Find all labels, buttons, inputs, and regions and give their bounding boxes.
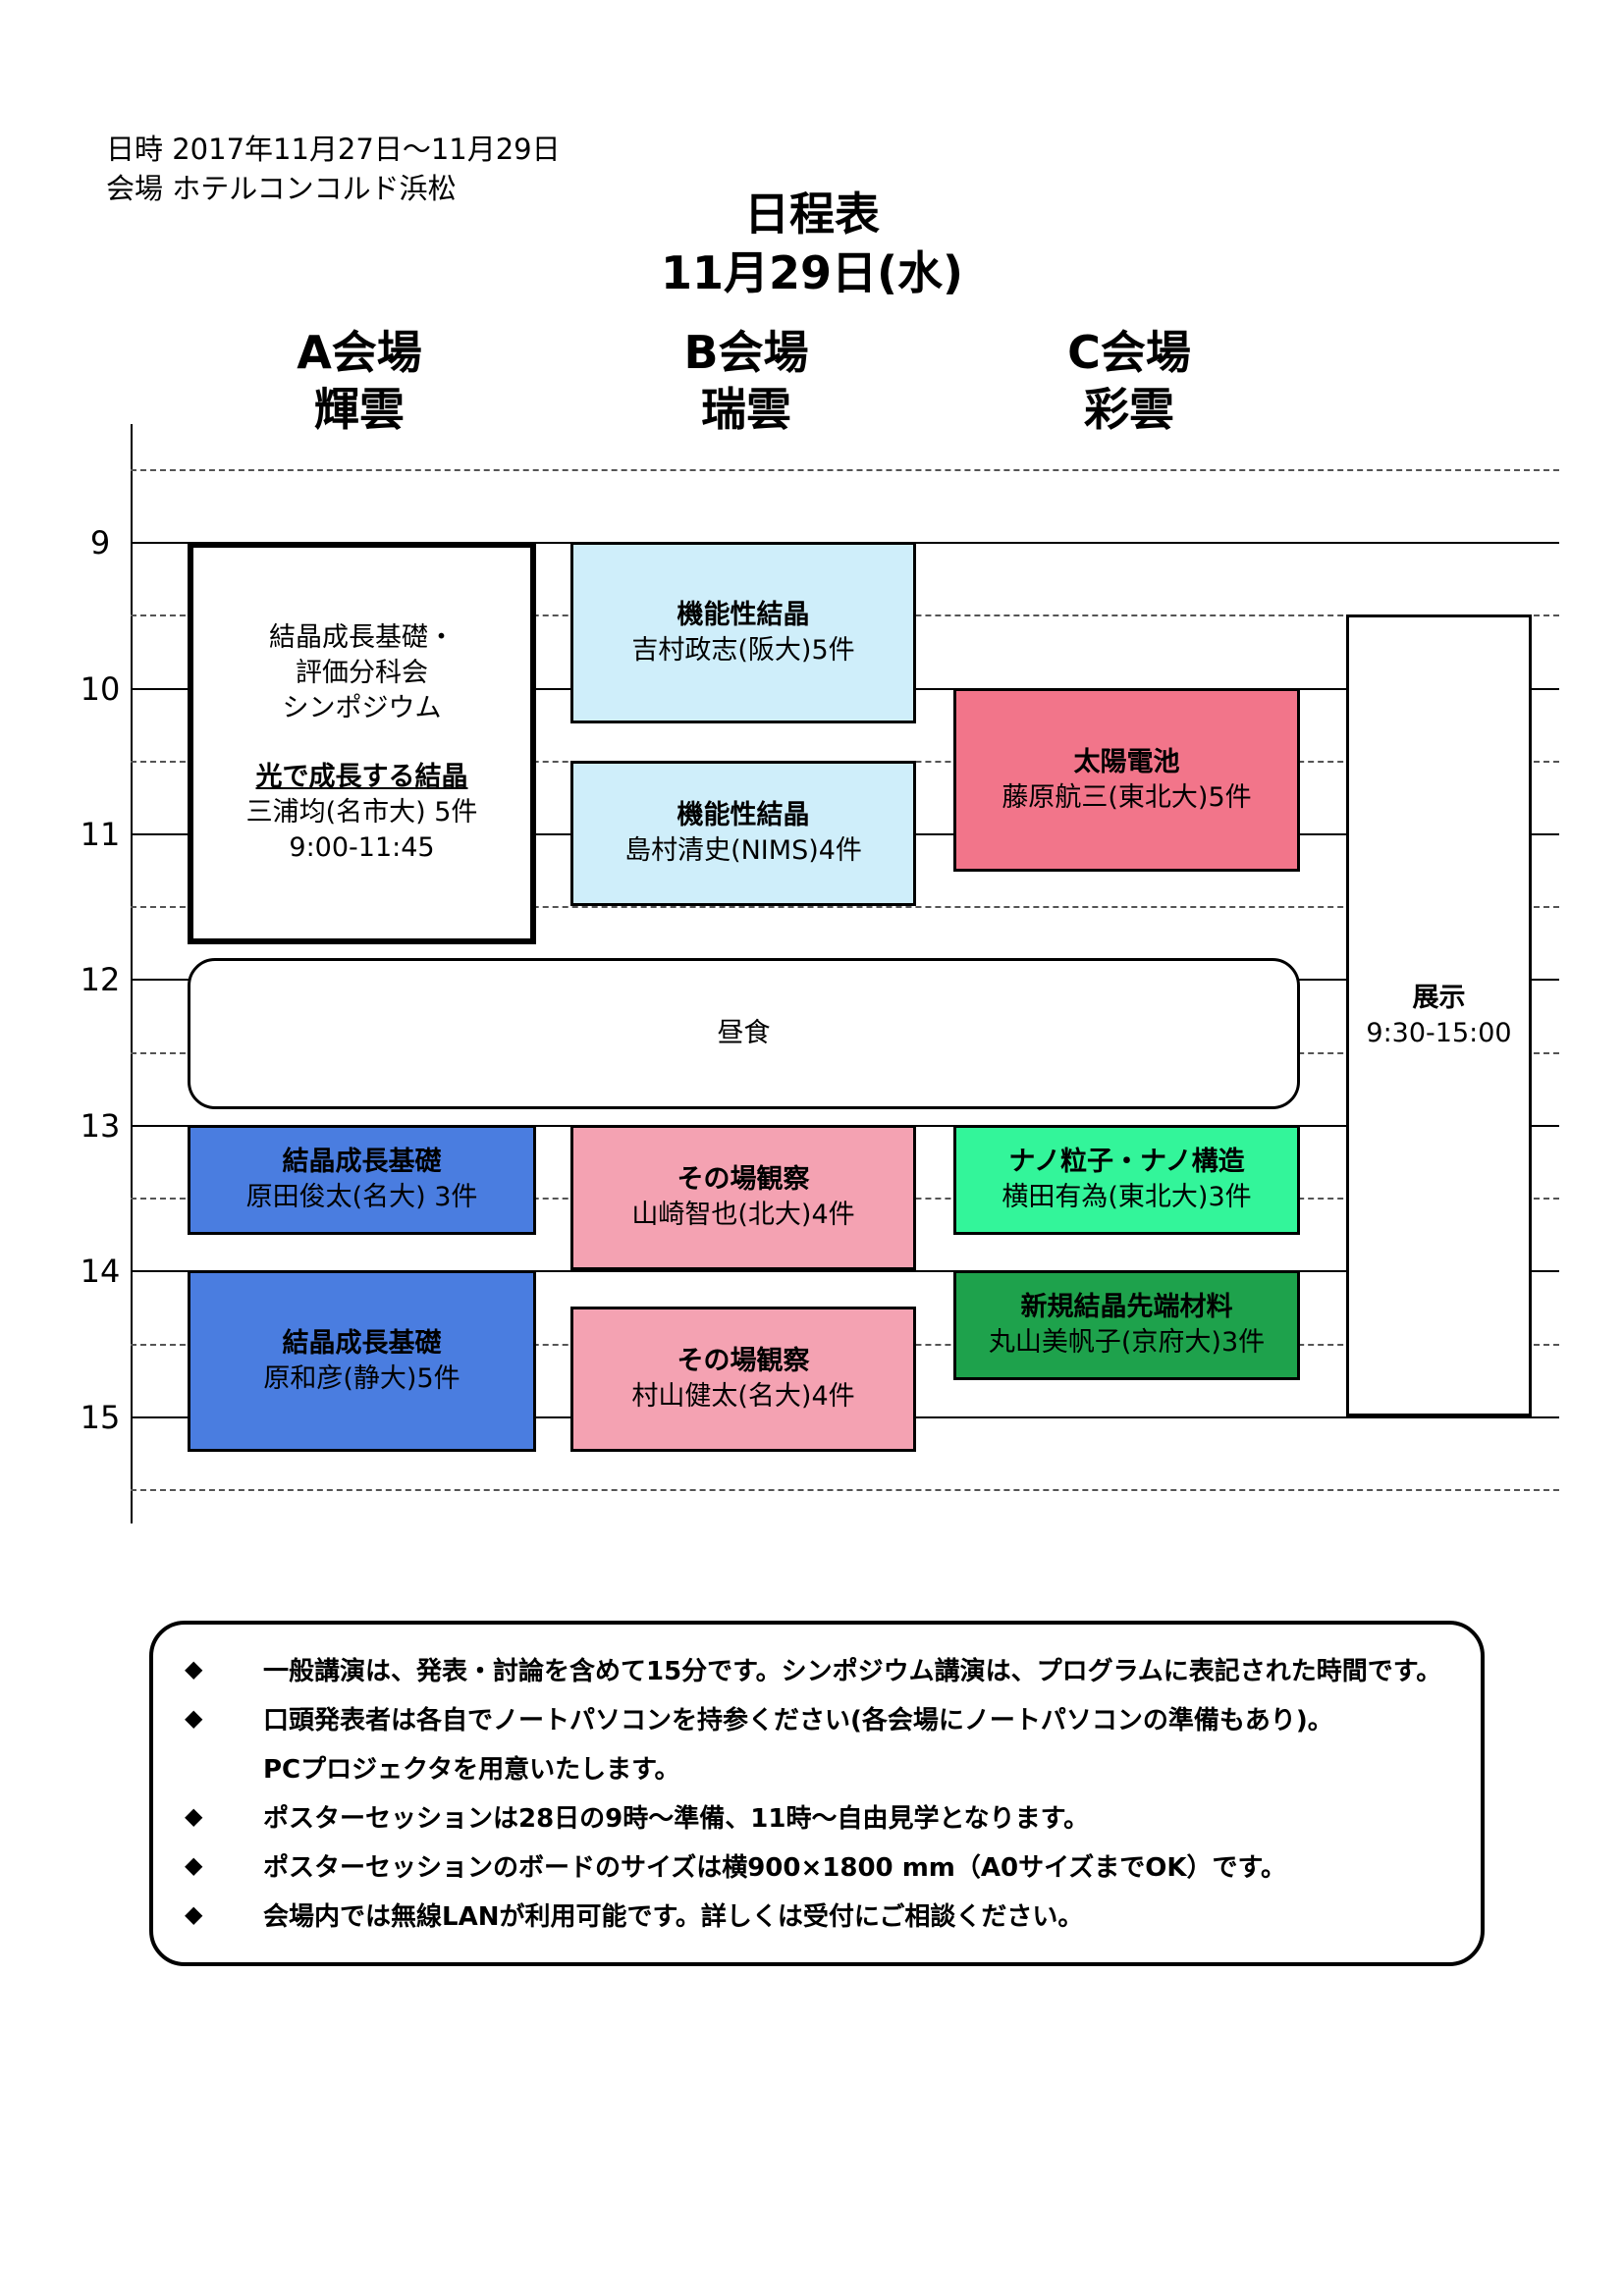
time-axis: [131, 424, 133, 1523]
session-c1-chair: 藤原航三(東北大)5件: [1001, 781, 1252, 813]
session-b3-chair: 山崎智也(北大)4件: [631, 1200, 855, 1230]
exhibit-title: 展示: [1412, 982, 1466, 1013]
session-c2[interactable]: ナノ粒子・ナノ構造 横田有為(東北大)3件: [953, 1125, 1300, 1235]
session-b3[interactable]: その場観察 山崎智也(北大)4件: [570, 1125, 916, 1270]
session-a3[interactable]: 結晶成長基礎 原和彦(静大)5件: [188, 1270, 536, 1452]
grid-dashed-line: [131, 906, 1559, 908]
hour-label-9: 9: [89, 524, 111, 561]
session-c2-chair: 横田有為(東北大)3件: [1001, 1182, 1252, 1212]
session-c2-title: ナノ粒子・ナノ構造: [1008, 1147, 1245, 1177]
session-a2-chair: 原田俊太(名大) 3件: [245, 1182, 478, 1212]
session-b2[interactable]: 機能性結晶 島村清史(NIMS)4件: [570, 761, 916, 906]
room-b-header: B会場 瑞雲: [579, 324, 913, 438]
notes-box: ◆ 一般講演は、発表・討論を含めて15分です。シンポジウム講演は、プログラムに表…: [149, 1621, 1485, 1966]
session-c1-title: 太陽電池: [1073, 746, 1180, 777]
grid-hour-line: [131, 1270, 1559, 1272]
symposium-line-2: 評価分科会: [296, 658, 428, 688]
lunch-block: 昼食: [188, 958, 1300, 1109]
symposium-time: 9:00-11:45: [289, 832, 435, 863]
symposium-chair: 三浦均(名市大) 5件: [245, 797, 478, 828]
session-b3-title: その場観察: [677, 1164, 810, 1195]
room-b-sub: 瑞雲: [701, 383, 791, 436]
room-c-name: C会場: [1067, 326, 1191, 379]
diamond-bullet-icon: ◆: [185, 1851, 203, 1879]
note-text: ポスターセッションのボードのサイズは横900×1800 mm（A0サイズまでOK…: [263, 1852, 1286, 1883]
diamond-bullet-icon: ◆: [185, 1802, 203, 1830]
note-item: ◆ 口頭発表者は各自でノートパソコンを持参ください(各会場にノートパソコンの準備…: [185, 1693, 1481, 1742]
lunch-label: 昼食: [717, 1018, 771, 1048]
event-datetime: 日時 2017年11月27日〜11月29日: [106, 133, 561, 166]
session-c3-title: 新規結晶先端材料: [1020, 1292, 1233, 1322]
diamond-bullet-icon: ◆: [185, 1704, 203, 1732]
session-b1[interactable]: 機能性結晶 吉村政志(阪大)5件: [570, 542, 916, 723]
session-c1[interactable]: 太陽電池 藤原航三(東北大)5件: [953, 688, 1300, 872]
hour-label-15: 15: [80, 1399, 121, 1436]
session-b1-chair: 吉村政志(阪大)5件: [631, 634, 855, 666]
session-b4-title: その場観察: [677, 1346, 810, 1376]
room-c-header: C会場 彩雲: [962, 324, 1296, 438]
note-item: ◆ 一般講演は、発表・討論を含めて15分です。シンポジウム講演は、プログラムに表…: [185, 1644, 1481, 1693]
exhibit-block[interactable]: 展示 9:30-15:00: [1346, 614, 1532, 1416]
diamond-bullet-icon: ◆: [185, 1900, 203, 1928]
symposium-line-3: シンポジウム: [282, 693, 442, 723]
room-a-name: A会場: [297, 326, 422, 379]
note-item: ◆ ポスターセッションは28日の9時〜準備、11時〜自由見学となります。: [185, 1791, 1481, 1841]
hour-label-12: 12: [80, 961, 121, 998]
session-a3-title: 結晶成長基礎: [282, 1327, 442, 1359]
session-b4[interactable]: その場観察 村山健太(名大)4件: [570, 1307, 916, 1452]
grid-dashed-line: [131, 469, 1559, 471]
session-b4-chair: 村山健太(名大)4件: [631, 1381, 855, 1412]
session-c3-chair: 丸山美帆子(京府大)3件: [988, 1327, 1266, 1358]
grid-dashed-line: [131, 1489, 1559, 1491]
session-a2-title: 結晶成長基礎: [282, 1147, 442, 1177]
note-text: 口頭発表者は各自でノートパソコンを持参ください(各会場にノートパソコンの準備もあ…: [263, 1705, 1333, 1735]
session-b2-chair: 島村清史(NIMS)4件: [624, 835, 862, 866]
note-text: 会場内では無線LANが利用可能です。詳しくは受付にご相談ください。: [263, 1901, 1084, 1932]
room-b-name: B会場: [683, 326, 809, 379]
room-a-sub: 輝雲: [314, 383, 405, 436]
session-b2-title: 機能性結晶: [677, 800, 810, 830]
session-b1-title: 機能性結晶: [677, 599, 810, 630]
symposium-title: 光で成長する結晶: [255, 762, 468, 792]
hour-label-10: 10: [80, 670, 121, 708]
session-a2[interactable]: 結晶成長基礎 原田俊太(名大) 3件: [188, 1125, 536, 1235]
note-text: ポスターセッションは28日の9時〜準備、11時〜自由見学となります。: [263, 1803, 1090, 1834]
event-venue: 会場 ホテルコンコルド浜松: [106, 172, 457, 205]
session-a3-chair: 原和彦(静大)5件: [263, 1362, 460, 1394]
page-title: 日程表: [744, 187, 880, 240]
room-c-sub: 彩雲: [1084, 383, 1174, 436]
room-a-header: A会場 輝雲: [192, 324, 526, 438]
page-date: 11月29日(水): [660, 246, 964, 299]
diamond-bullet-icon: ◆: [185, 1655, 203, 1682]
exhibit-time: 9:30-15:00: [1366, 1017, 1512, 1048]
hour-label-14: 14: [80, 1253, 121, 1290]
note-text: 一般講演は、発表・討論を含めて15分です。シンポジウム講演は、プログラムに表記さ…: [263, 1656, 1442, 1686]
hour-label-13: 13: [80, 1107, 121, 1145]
session-a-symposium[interactable]: 結晶成長基礎・ 評価分科会 シンポジウム 光で成長する結晶 三浦均(名市大) 5…: [188, 542, 536, 944]
note-item: ◆ 会場内では無線LANが利用可能です。詳しくは受付にご相談ください。: [185, 1890, 1481, 1939]
note-item: ◆ ポスターセッションのボードのサイズは横900×1800 mm（A0サイズまで…: [185, 1841, 1481, 1890]
hour-label-11: 11: [80, 816, 121, 853]
symposium-line-1: 結晶成長基礎・: [269, 622, 455, 653]
session-c3[interactable]: 新規結晶先端材料 丸山美帆子(京府大)3件: [953, 1270, 1300, 1380]
note-text: PCプロジェクタを用意いたします。: [263, 1754, 680, 1785]
note-item: PCプロジェクタを用意いたします。: [185, 1742, 1481, 1791]
